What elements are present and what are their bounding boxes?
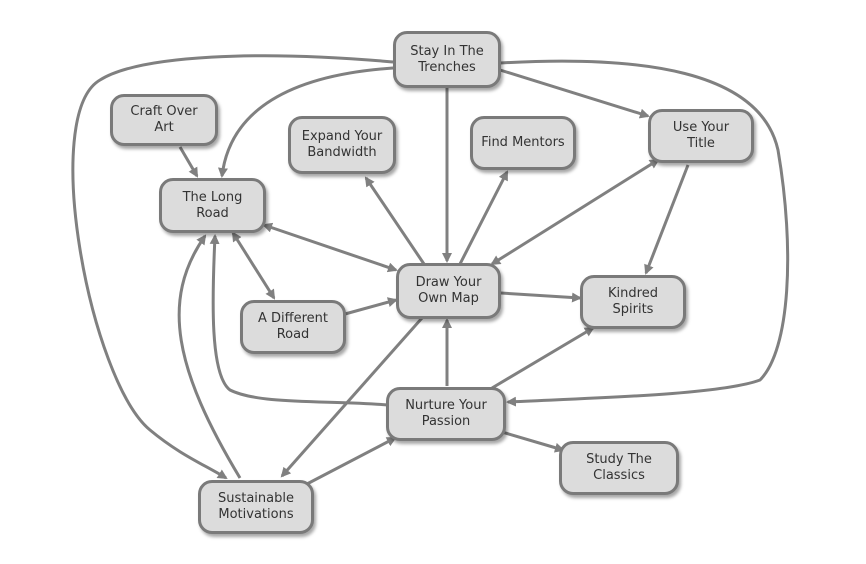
node-use-your-title[interactable]: Use Your Title bbox=[648, 109, 754, 163]
node-label: Sustainable Motivations bbox=[217, 491, 294, 522]
node-label: Draw Your Own Map bbox=[415, 275, 482, 306]
edge-title-kindred bbox=[644, 164, 690, 275]
edge-map-mentors bbox=[458, 170, 509, 265]
node-a-different-road[interactable]: A Different Road bbox=[240, 300, 346, 354]
edge-stay-sustain bbox=[71, 54, 394, 480]
edge-map-expand bbox=[364, 176, 426, 265]
edge-craft-longroad bbox=[178, 146, 199, 178]
edge-stay-nurture bbox=[499, 59, 790, 407]
node-the-long-road[interactable]: The Long Road bbox=[159, 178, 266, 233]
node-draw-your-own-map[interactable]: Draw Your Own Map bbox=[396, 263, 501, 319]
node-study-the-classics[interactable]: Study The Classics bbox=[559, 441, 679, 495]
edge-map-title bbox=[490, 158, 660, 266]
node-label: Stay In The Trenches bbox=[410, 43, 484, 75]
node-label: Study The Classics bbox=[586, 452, 652, 483]
edge-nurture-kindred bbox=[491, 326, 595, 390]
node-label: A Different Road bbox=[258, 311, 328, 342]
edge-sustain-longroad bbox=[177, 234, 242, 479]
edge-sustain-nurture bbox=[304, 436, 397, 487]
node-find-mentors[interactable]: Find Mentors bbox=[470, 116, 576, 170]
node-sustainable-motivations[interactable]: Sustainable Motivations bbox=[198, 480, 314, 534]
node-label: The Long Road bbox=[182, 189, 243, 221]
edge-longroad-different bbox=[231, 231, 276, 300]
edge-nurture-classics bbox=[501, 430, 565, 453]
edge-map-sustain bbox=[280, 317, 424, 478]
node-label: Find Mentors bbox=[481, 135, 565, 150]
node-label: Use Your Title bbox=[672, 120, 730, 151]
edge-map-kindred bbox=[500, 291, 582, 303]
node-kindred-spirits[interactable]: Kindred Spirits bbox=[580, 275, 686, 329]
node-label: Kindred Spirits bbox=[608, 286, 658, 317]
node-craft-over-art[interactable]: Craft Over Art bbox=[110, 94, 218, 146]
node-stay-in-the-trenches[interactable]: Stay In The Trenches bbox=[393, 31, 501, 88]
node-expand-your-bandwidth[interactable]: Expand Your Bandwidth bbox=[288, 116, 396, 174]
node-label: Craft Over Art bbox=[130, 104, 198, 135]
edge-different-map bbox=[344, 297, 398, 316]
node-label: Expand Your Bandwidth bbox=[301, 129, 383, 160]
edge-stay-title bbox=[499, 68, 650, 119]
node-label: Nurture Your Passion bbox=[405, 398, 487, 429]
edge-nurture-longroad bbox=[209, 234, 389, 407]
edge-stay-longroad bbox=[218, 66, 394, 178]
node-nurture-your-passion[interactable]: Nurture Your Passion bbox=[386, 387, 506, 441]
edge-longroad-map bbox=[262, 222, 398, 273]
